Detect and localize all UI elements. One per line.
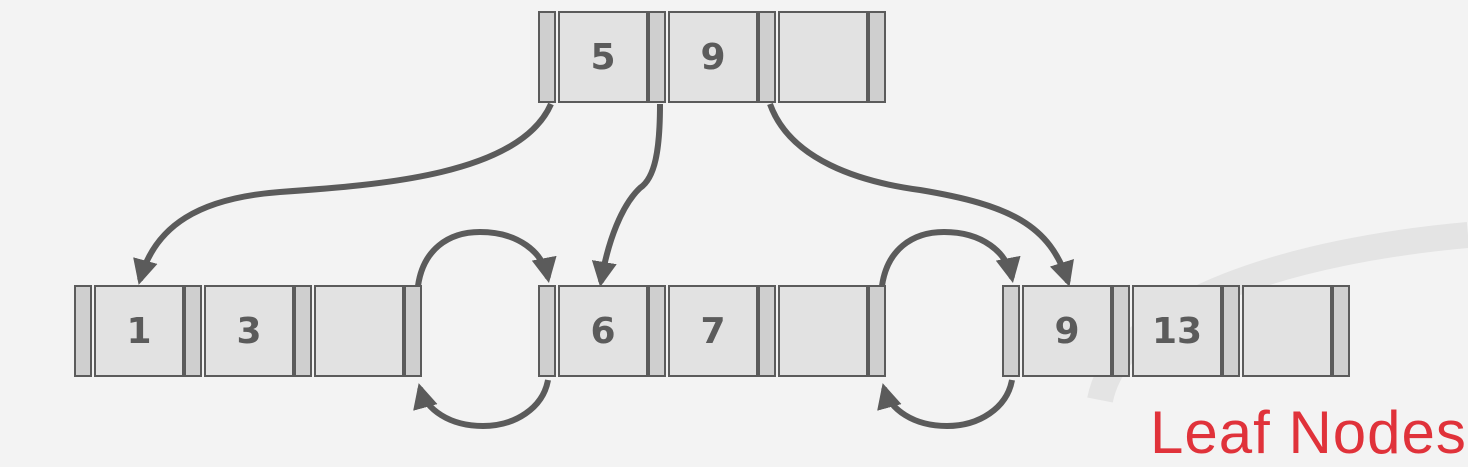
- root-pointer-slot: [868, 11, 886, 103]
- leaf-pointer-slot: [294, 285, 312, 377]
- sibling-backward-2-1: [413, 379, 551, 430]
- leaf-key: [314, 285, 404, 377]
- leaf-nodes-caption: Leaf Nodes: [1150, 399, 1467, 466]
- leaf-pointer-slot: [404, 285, 422, 377]
- edge-root-to-leaf-2: [591, 103, 663, 287]
- leaf-key: [1242, 285, 1332, 377]
- leaf-node: 1 3: [74, 285, 430, 377]
- leaf-key: 3: [204, 285, 294, 377]
- leaf-pointer-slot: [538, 285, 556, 377]
- leaf-pointer-slot: [74, 285, 92, 377]
- edge-root-to-leaf-1: [133, 102, 554, 285]
- leaf-key: [778, 285, 868, 377]
- leaf-node: 9 13: [1002, 285, 1358, 377]
- sibling-forward-2-3: [879, 228, 1021, 287]
- leaf-key: 6: [558, 285, 648, 377]
- leaf-pointer-slot: [1332, 285, 1350, 377]
- root-key: [778, 11, 868, 103]
- leaf-node: 6 7: [538, 285, 894, 377]
- leaf-pointer-slot: [1112, 285, 1130, 377]
- leaf-pointer-slot: [184, 285, 202, 377]
- root-key: 5: [558, 11, 648, 103]
- leaf-pointer-slot: [648, 285, 666, 377]
- leaf-pointer-slot: [868, 285, 886, 377]
- sibling-backward-3-2: [877, 379, 1015, 430]
- root-pointer-slot: [758, 11, 776, 103]
- root-key: 9: [668, 11, 758, 103]
- bplus-tree-diagram: 5 9 1 3 6 7 9 13 Leaf Nodes: [74, 11, 1468, 466]
- leaf-key: 7: [668, 285, 758, 377]
- leaf-pointer-slot: [1002, 285, 1020, 377]
- leaf-pointer-slot: [758, 285, 776, 377]
- leaf-pointer-slot: [1222, 285, 1240, 377]
- leaf-key: 9: [1022, 285, 1112, 377]
- root-pointer-slot: [538, 11, 556, 103]
- root-node: 5 9: [538, 11, 894, 103]
- edge-root-to-leaf-3: [767, 102, 1074, 287]
- leaf-key: 1: [94, 285, 184, 377]
- leaf-key: 13: [1132, 285, 1222, 377]
- root-pointer-slot: [648, 11, 666, 103]
- sibling-forward-1-2: [415, 228, 557, 287]
